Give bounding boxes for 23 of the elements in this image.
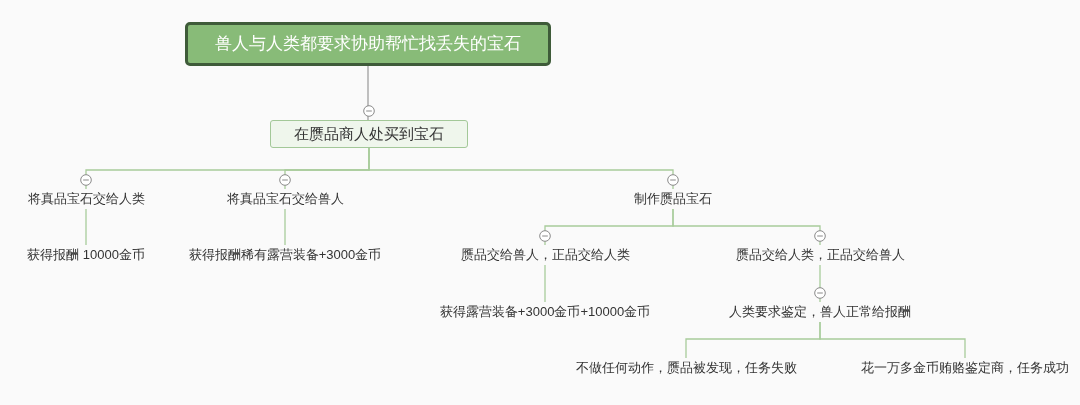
subtopic-box <box>270 120 468 148</box>
subtopic-text: 在赝品商人处买到宝石 <box>294 124 444 144</box>
connector-line <box>819 264 821 303</box>
connector-line <box>544 264 546 303</box>
connector-line <box>284 208 286 246</box>
branch-text: 获得露营装备+3000金币+10000金币 <box>439 302 651 322</box>
branch-text: 获得报酬稀有露营装备+3000金币 <box>188 245 382 265</box>
branch-text: 花一万多金币贿赂鉴定商，任务成功 <box>861 358 1069 378</box>
connector-line <box>367 65 369 121</box>
connector-line <box>819 321 966 359</box>
branch-text: 获得报酬 10000金币 <box>27 245 145 265</box>
connector-line <box>368 147 674 190</box>
branch-text: 制作赝品宝石 <box>634 189 712 209</box>
branch-text: 将真品宝石交给兽人 <box>226 189 344 209</box>
branch-text: 将真品宝石交给人类 <box>27 189 145 209</box>
branch-text: 人类要求鉴定，兽人正常给报酬 <box>729 302 911 322</box>
branch-text: 赝品交给兽人，正品交给人类 <box>460 245 630 265</box>
branch-text: 不做任何动作，赝品被发现，任务失败 <box>575 358 797 378</box>
connector-line <box>85 208 87 246</box>
branch-text: 赝品交给人类，正品交给兽人 <box>735 245 905 265</box>
connector-line <box>672 208 821 246</box>
root-topic-box <box>185 22 551 66</box>
topic-text: 兽人与人类都要求协助帮忙找丢失的宝石 <box>215 33 521 55</box>
